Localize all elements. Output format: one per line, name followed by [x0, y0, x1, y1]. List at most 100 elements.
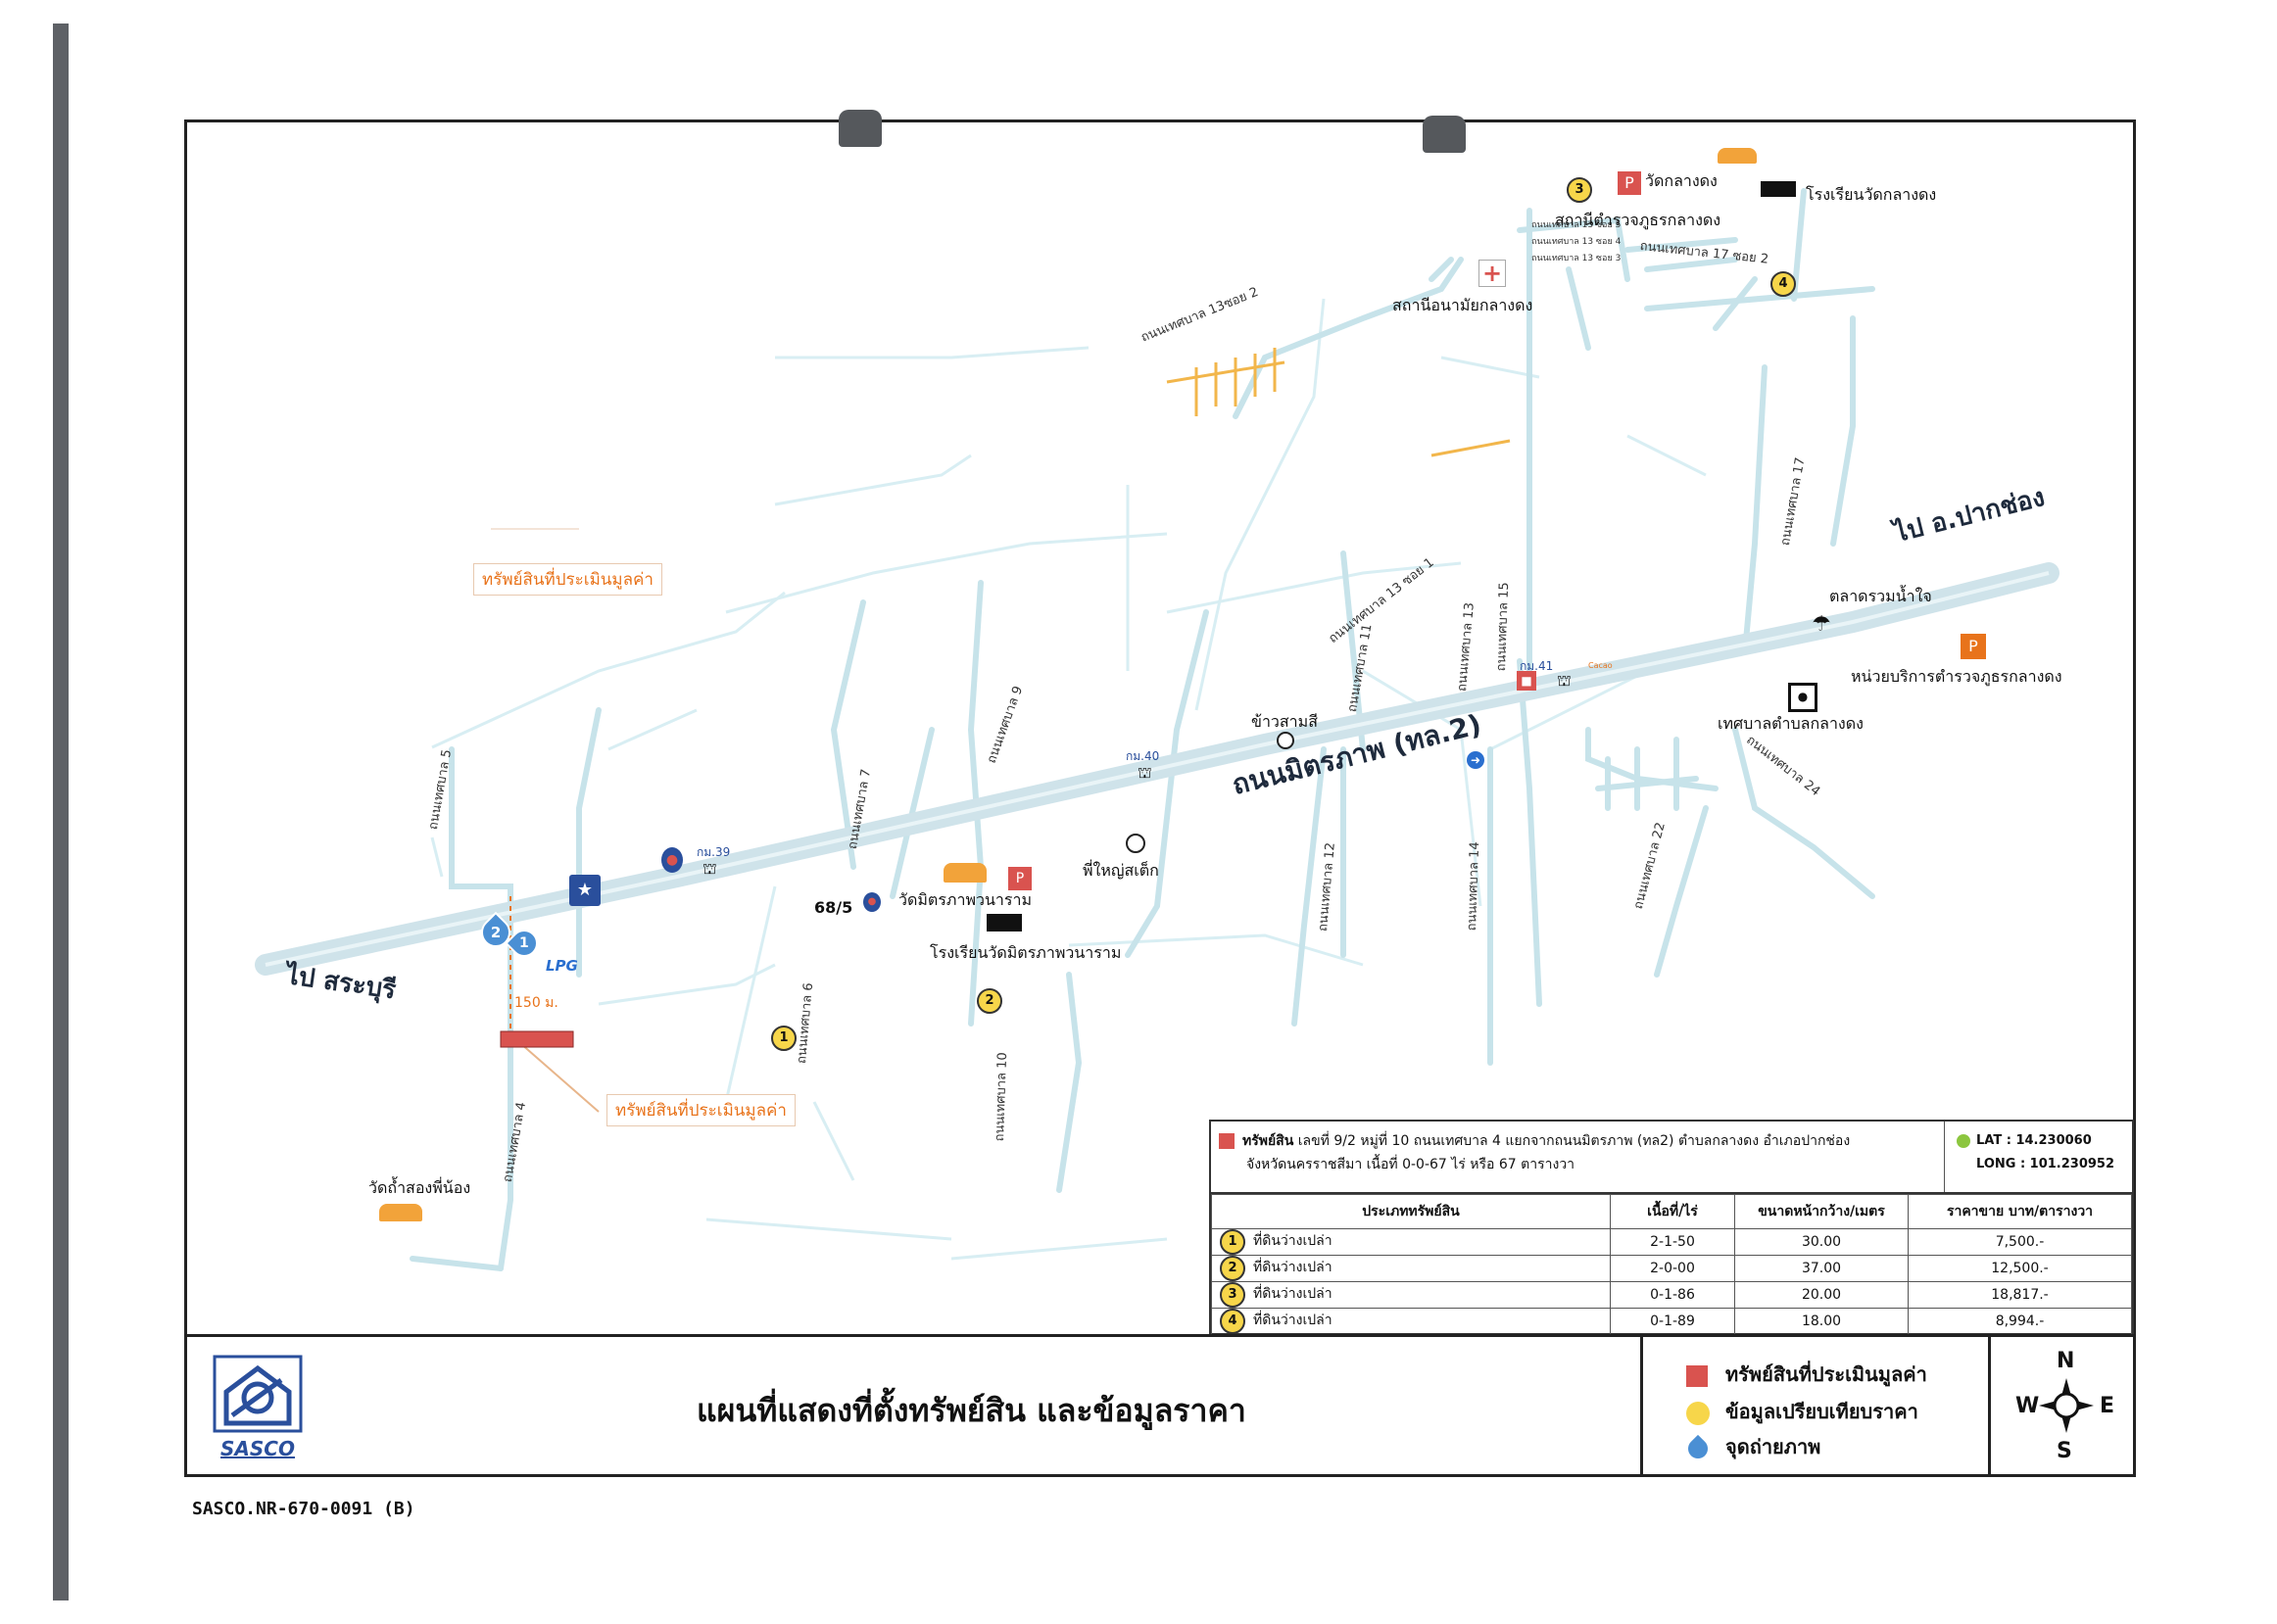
market-icon: ☂: [1812, 612, 1831, 637]
road-label-13-soi-5: ถนนเทศบาล 13 ซอย 5: [1531, 220, 1622, 230]
scan-edge-bar: [53, 24, 69, 1600]
assessed-asset-callout-top: ทรัพย์สินที่ประเมินมูลค่า: [473, 563, 662, 596]
compass-rose: N S W E: [2011, 1349, 2119, 1466]
road-label-10: ถนนเทศบาล 10: [992, 1052, 1011, 1142]
col-price: ราคาขาย บาท/ตารางวา: [1908, 1194, 2132, 1229]
map-roads: [255, 188, 2059, 1271]
legend-photo: จุดถ่ายภาพ: [1683, 1431, 1821, 1462]
photo-point-icon: [1683, 1434, 1713, 1462]
place-khao-sam-si: ข้าวสามสี: [1251, 712, 1318, 731]
km-39-label: กม.39: [697, 845, 731, 859]
binder-clip-left: [839, 110, 882, 147]
police-icon: P: [1008, 867, 1032, 890]
compass-n: N: [2057, 1349, 2075, 1373]
col-type: ประเภททรัพย์สิน: [1211, 1194, 1611, 1229]
place-health-station: สถานีอนามัยกลางดง: [1392, 296, 1533, 314]
road-label-15: ถนนเทศบาล 15: [1493, 582, 1513, 672]
restaurant-icon: [1277, 732, 1294, 749]
gps-icon: [1957, 1133, 1970, 1148]
compass-s: S: [2057, 1439, 2072, 1463]
document-code: SASCO.NR-670-0091 (B): [192, 1499, 415, 1519]
store-icon: ■: [1517, 671, 1536, 691]
row-area: 2-1-50: [1610, 1228, 1735, 1256]
gas-station-icon: ●: [863, 892, 881, 912]
distance-label: 150 ม.: [514, 995, 558, 1011]
row-type: ที่ดินว่างเปล่า: [1253, 1313, 1332, 1328]
col-area: เนื้อที่/ไร่: [1610, 1194, 1735, 1229]
restaurant-icon: [1126, 834, 1145, 853]
asset-swatch: [1219, 1133, 1235, 1149]
comparison-marker-1[interactable]: 1: [771, 1026, 797, 1051]
place-wat-tham: วัดถ้ำสองพี่น้อง: [368, 1178, 471, 1197]
row-marker: 1: [1220, 1229, 1245, 1255]
gas-station-icon: ●: [661, 847, 683, 873]
comparison-table: ประเภททรัพย์สิน เนื้อที่/ไร่ ขนาดหน้ากว้…: [1211, 1194, 2132, 1335]
comparison-marker-3[interactable]: 3: [1567, 177, 1592, 203]
temple-icon: [1718, 148, 1757, 164]
school-icon: [1761, 181, 1796, 197]
row-marker: 3: [1220, 1282, 1245, 1308]
km-40-icon: ⛫: [1138, 763, 1152, 782]
legend-asset: ทรัพย์สินที่ประเมินมูลค่า: [1686, 1359, 1927, 1390]
divider: [1640, 1337, 1643, 1474]
asset-description-2: จังหวัดนครราชสีมา เนื้อที่ 0-0-67 ไร่ หร…: [1246, 1157, 1575, 1172]
compass-icon: [2039, 1378, 2094, 1433]
divider: [1988, 1337, 1991, 1474]
row-width: 30.00: [1734, 1228, 1909, 1256]
star-icon: ★: [569, 875, 601, 906]
legend-asset-label: ทรัพย์สินที่ประเมินมูลค่า: [1725, 1362, 1927, 1386]
logo-text: SASCO: [220, 1437, 295, 1460]
comparison-marker-4[interactable]: 4: [1770, 271, 1796, 297]
comparison-marker-2[interactable]: 2: [977, 988, 1002, 1014]
legend-comparison-label: ข้อมูลเปรียบเทียบราคา: [1725, 1400, 1918, 1423]
assessed-asset-callout-bottom: ทรัพย์สินที่ประเมินมูลค่า: [606, 1094, 796, 1126]
road-label-14: ถนนเทศบาล 14: [1464, 841, 1483, 931]
row-marker: 4: [1220, 1309, 1245, 1334]
col-width: ขนาดหน้ากว้าง/เมตร: [1734, 1194, 1909, 1229]
legend-photo-label: จุดถ่ายภาพ: [1725, 1435, 1821, 1458]
cacao-label: Cacao: [1588, 661, 1613, 670]
row-area: 0-1-89: [1610, 1308, 1735, 1335]
police-icon: P: [1618, 171, 1641, 195]
legend-asset-swatch: [1686, 1364, 1708, 1387]
title-block: SASCO แผนที่แสดงที่ตั้งทรัพย์สิน และข้อม…: [184, 1334, 2136, 1477]
row-type: ที่ดินว่างเปล่า: [1253, 1260, 1332, 1275]
photo-point-1-label: 1: [519, 935, 529, 951]
asset-description: เลขที่ 9/2 หมู่ที่ 10 ถนนเทศบาล 4 แยกจาก…: [1297, 1133, 1851, 1149]
road-label-13-soi-3: ถนนเทศบาล 13 ซอย 3: [1531, 254, 1622, 263]
row-width: 20.00: [1734, 1281, 1909, 1309]
km-39-icon: ⛫: [702, 859, 717, 878]
km-41-label: กม.41: [1520, 659, 1554, 673]
direction-sign-icon: ➜: [1467, 751, 1484, 769]
government-icon: ●: [1788, 683, 1817, 712]
latitude: LAT : 14.230060: [1976, 1133, 2092, 1148]
row-price: 12,500.-: [1908, 1255, 2132, 1282]
row-area: 0-1-86: [1610, 1281, 1735, 1309]
row-width: 18.00: [1734, 1308, 1909, 1335]
row-type: ที่ดินว่างเปล่า: [1253, 1233, 1332, 1249]
place-phi-yai: พี่ใหญ่สเต็ก: [1083, 861, 1159, 880]
place-market: ตลาดรวมน้ำใจ: [1829, 587, 1932, 605]
place-68-5: 68/5: [814, 898, 853, 917]
row-width: 37.00: [1734, 1255, 1909, 1282]
school-icon: [987, 914, 1022, 931]
map-area[interactable]: ถนนเทศบาล 5 ถนนเทศบาล 4 ถนนเทศบาล 6 ถนนเ…: [187, 122, 2133, 1334]
km-41-icon: ⛫: [1557, 671, 1572, 690]
row-type: ที่ดินว่างเปล่า: [1253, 1286, 1332, 1302]
price-info-panel: ทรัพย์สิน เลขที่ 9/2 หมู่ที่ 10 ถนนเทศบา…: [1209, 1120, 2134, 1335]
photo-point-2-label: 2: [490, 924, 502, 941]
table-row: 1 ที่ดินว่างเปล่า 2-1-50 30.00 7,500.-: [1211, 1228, 2132, 1256]
place-municipality: เทศบาลตำบลกลางดง: [1718, 714, 1864, 733]
row-price: 7,500.-: [1908, 1228, 2132, 1256]
row-price: 8,994.-: [1908, 1308, 2132, 1335]
place-police-unit: หน่วยบริการตำรวจภูธรกลางดง: [1851, 667, 2062, 686]
compass-e: E: [2100, 1394, 2115, 1418]
legend-comparison-swatch: [1686, 1401, 1710, 1425]
km-40-label: กม.40: [1126, 749, 1160, 763]
row-area: 2-0-00: [1610, 1255, 1735, 1282]
legend-comparison: ข้อมูลเปรียบเทียบราคา: [1686, 1396, 1918, 1427]
place-wat-mitr: วัดมิตรภาพวนาราม: [898, 890, 1033, 909]
house-icon: [213, 1355, 303, 1433]
